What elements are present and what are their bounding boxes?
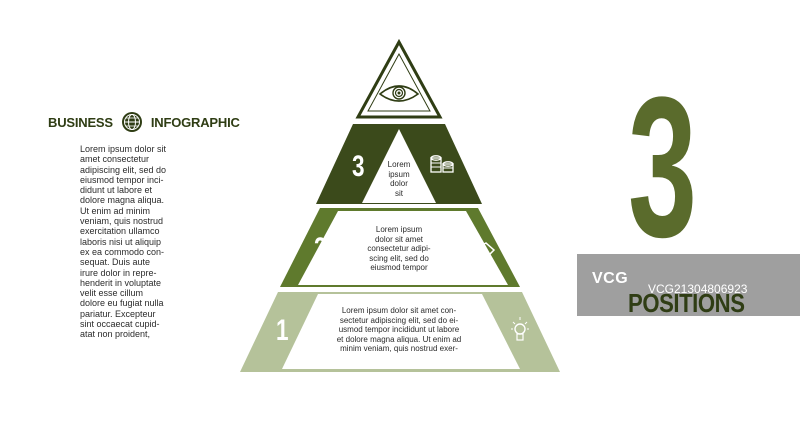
watermark-logo: VCG (592, 270, 629, 287)
infographic-header: BUSINESS INFOGRAPHIC (48, 110, 240, 134)
body-line: laboris nisi ut aliquip (80, 236, 162, 247)
tier-1-line: sectetur adipiscing elit, sed do ei- (339, 315, 459, 325)
body-text: Lorem ipsum dolor sit amet consectetur a… (80, 144, 180, 340)
watermark-text: VCG21304806923 (648, 282, 748, 296)
tier-2-line: Lorem ipsum (375, 225, 423, 234)
tier-2-line: eiusmod tempor (370, 263, 428, 273)
tier-3-number: 3 (352, 150, 365, 183)
body-line: exercitation ullamco (80, 226, 160, 237)
header-infographic: INFOGRAPHIC (150, 114, 240, 130)
tier-3-line: ipsum (388, 169, 410, 179)
tier-2-line: dolor sit amet (374, 234, 424, 244)
tier-2-line: scing elit, sed do (369, 253, 429, 263)
lightbulb-icon (511, 317, 529, 341)
header-business: BUSINESS (48, 114, 113, 130)
tier-3 (316, 124, 482, 204)
body-line: irure dolor in repre- (80, 267, 157, 278)
body-line: veniam, quis nostrud (80, 216, 164, 227)
positions-label: POSITIONS (628, 288, 745, 318)
body-line: pariatur. Excepteur (80, 308, 156, 319)
body-line: dolore magna aliqua. (80, 195, 165, 206)
handshake-icon (464, 242, 496, 261)
tier-3-line: dolor (390, 179, 408, 189)
body-line: velit esse cillum (80, 288, 144, 299)
tier-3-text: Lorem ipsum dolor sit (374, 160, 424, 198)
tier-2-line: consectetur adipi- (367, 244, 431, 254)
body-line: adipiscing elit, sed do (80, 164, 167, 175)
apex-tier (355, 38, 443, 119)
body-line: ex ea commodo con- (80, 246, 165, 257)
tier-1-line: usmod tempor incididunt ut labore (338, 325, 460, 335)
eye-icon (378, 85, 420, 102)
body-line: amet consectetur (80, 154, 150, 165)
body-line: Ut enim ad minim (80, 205, 151, 216)
tier-2-number: 2 (314, 232, 327, 265)
body-line: eiusmod tempor inci- (80, 174, 164, 185)
body-line: didunt ut labore et (80, 185, 153, 196)
tier-3-line: Lorem (387, 160, 411, 169)
tier-2 (280, 208, 520, 287)
body-line: Lorem ipsum dolor sit (80, 144, 167, 154)
big-number: 3 (628, 56, 697, 279)
coins-icon (430, 155, 454, 173)
body-line: dolore eu fugiat nulla (80, 298, 164, 309)
tier-1-line: minim veniam, quis nostrud exer- (340, 344, 458, 354)
globe-icon (121, 112, 142, 132)
tier-2-text: Lorem ipsum dolor sit amet consectetur a… (349, 225, 449, 273)
body-line: sequat. Duis aute (80, 257, 151, 268)
tier-1-line: et dolore magna aliqua. Ut enim ad (336, 334, 462, 344)
tier-1-text: Lorem ipsum dolor sit amet con- sectetur… (329, 306, 469, 354)
body-line: atat non proident, (80, 329, 151, 340)
tier-3-line: sit (395, 188, 403, 198)
body-line: sint occaecat cupid- (80, 319, 160, 330)
watermark-overlay (577, 254, 800, 316)
tier-1 (240, 292, 560, 372)
body-line: henderit in voluptate (80, 277, 162, 288)
tier-1-line: Lorem ipsum dolor sit amet con- (341, 306, 457, 315)
tier-1-number: 1 (276, 314, 289, 347)
